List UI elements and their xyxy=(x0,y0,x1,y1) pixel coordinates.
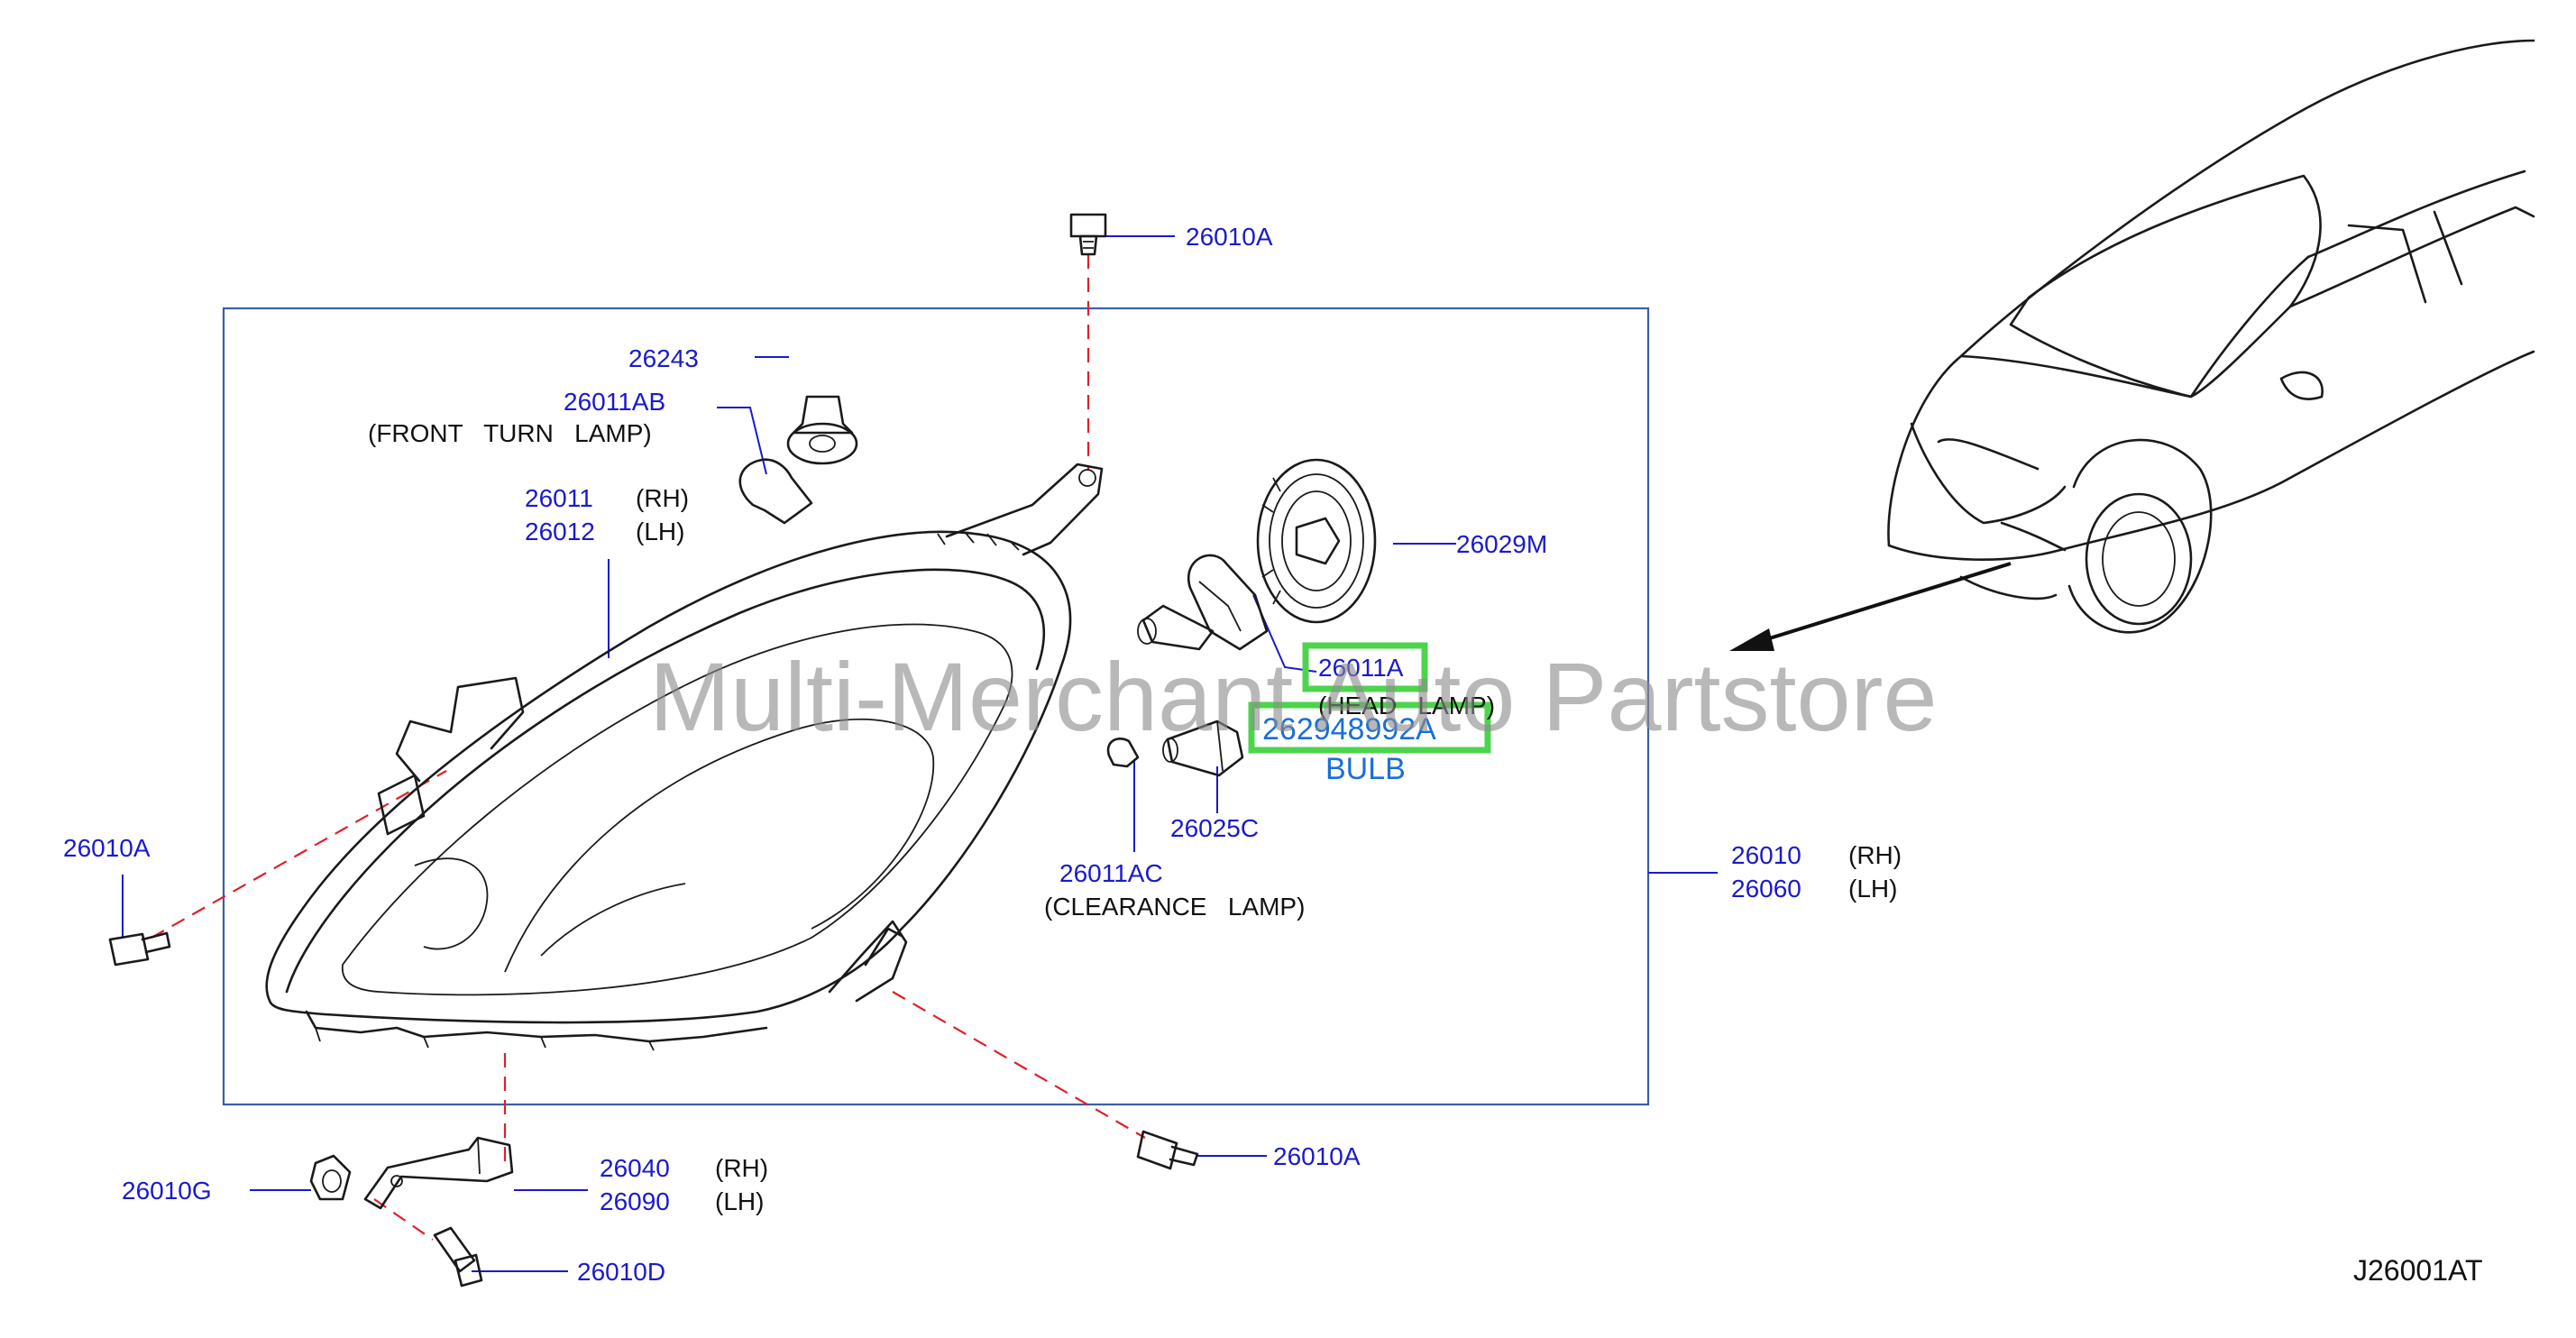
label-bolt-top[interactable]: 26010A xyxy=(1186,223,1273,251)
label-bolt-left[interactable]: 26010A xyxy=(63,834,151,862)
headlamp-unit-drawing xyxy=(265,463,1104,1051)
watermark: Multi-Merchant Auto Partstore xyxy=(649,642,1938,751)
label-bracket-rh-side: (RH) xyxy=(715,1154,768,1182)
bracket-icon xyxy=(363,1136,514,1210)
label-screw-bottom[interactable]: 26010D xyxy=(577,1258,665,1286)
label-clearance-bulb-desc: (CLEARANCE LAMP) xyxy=(1044,893,1305,921)
label-head-bulb[interactable]: 26011A xyxy=(1318,654,1404,682)
bolt-left-icon xyxy=(108,931,171,967)
nut-clip-icon xyxy=(309,1154,352,1201)
rear-cap-drawing xyxy=(1256,458,1377,624)
label-assy-lh-side: (LH) xyxy=(1848,875,1897,903)
leader-lines xyxy=(122,235,1718,1272)
vehicle-outline xyxy=(1887,39,2535,634)
label-rear-cap[interactable]: 26029M xyxy=(1456,530,1547,558)
label-lamp-unit-rh[interactable]: 26011 xyxy=(525,484,593,512)
label-head-bulb-desc: (HEAD LAMP) xyxy=(1318,692,1495,719)
clearance-lamp-parts xyxy=(1106,719,1244,777)
label-assy-lh[interactable]: 26060 xyxy=(1731,875,1801,903)
label-lamp-unit-lh[interactable]: 26012 xyxy=(525,518,595,545)
turn-lamp-parts xyxy=(738,395,858,525)
bolt-bottom-right-icon xyxy=(1136,1130,1199,1170)
label-lamp-unit-rh-side: (RH) xyxy=(636,484,689,512)
fastener-drawings xyxy=(108,213,1199,1288)
label-assy-rh-side: (RH) xyxy=(1848,841,1902,869)
label-assy-rh[interactable]: 26010 xyxy=(1731,841,1801,869)
highlight-box-part-number xyxy=(1248,701,1491,754)
head-lamp-bulb xyxy=(1137,554,1269,651)
label-bracket-lh[interactable]: 26090 xyxy=(600,1187,670,1215)
label-lamp-unit-lh-side: (LH) xyxy=(636,518,684,545)
label-bulb: BULB xyxy=(1325,752,1406,786)
screw-bottom-icon xyxy=(433,1226,483,1288)
drawing-code: J26001AT xyxy=(2353,1254,2483,1287)
assembly-box xyxy=(222,307,1650,1106)
view-direction-arrow xyxy=(1729,562,2012,651)
label-bulb-turn-desc: (FRONT TURN LAMP) xyxy=(368,419,652,447)
label-clearance-bulb[interactable]: 26011AC xyxy=(1059,859,1163,887)
label-nut-clip[interactable]: 26010G xyxy=(122,1177,212,1205)
label-clearance-socket[interactable]: 26025C xyxy=(1170,814,1259,842)
label-bulb-turn[interactable]: 26011AB xyxy=(564,388,665,416)
bolt-top-icon xyxy=(1069,213,1107,256)
label-bracket-lh-side: (LH) xyxy=(715,1187,764,1215)
part-labels: 26010A 26243 26011AB (FRONT TURN LAMP) 2… xyxy=(63,223,2483,1287)
guide-lines xyxy=(151,254,1146,1241)
label-bracket-rh[interactable]: 26040 xyxy=(600,1154,670,1182)
label-bolt-bottom-right[interactable]: 26010A xyxy=(1273,1142,1361,1170)
highlight-box-head-bulb xyxy=(1302,642,1428,692)
label-highlight-part-number[interactable]: 262948992A xyxy=(1262,712,1436,747)
label-socket-turn[interactable]: 26243 xyxy=(628,344,699,372)
